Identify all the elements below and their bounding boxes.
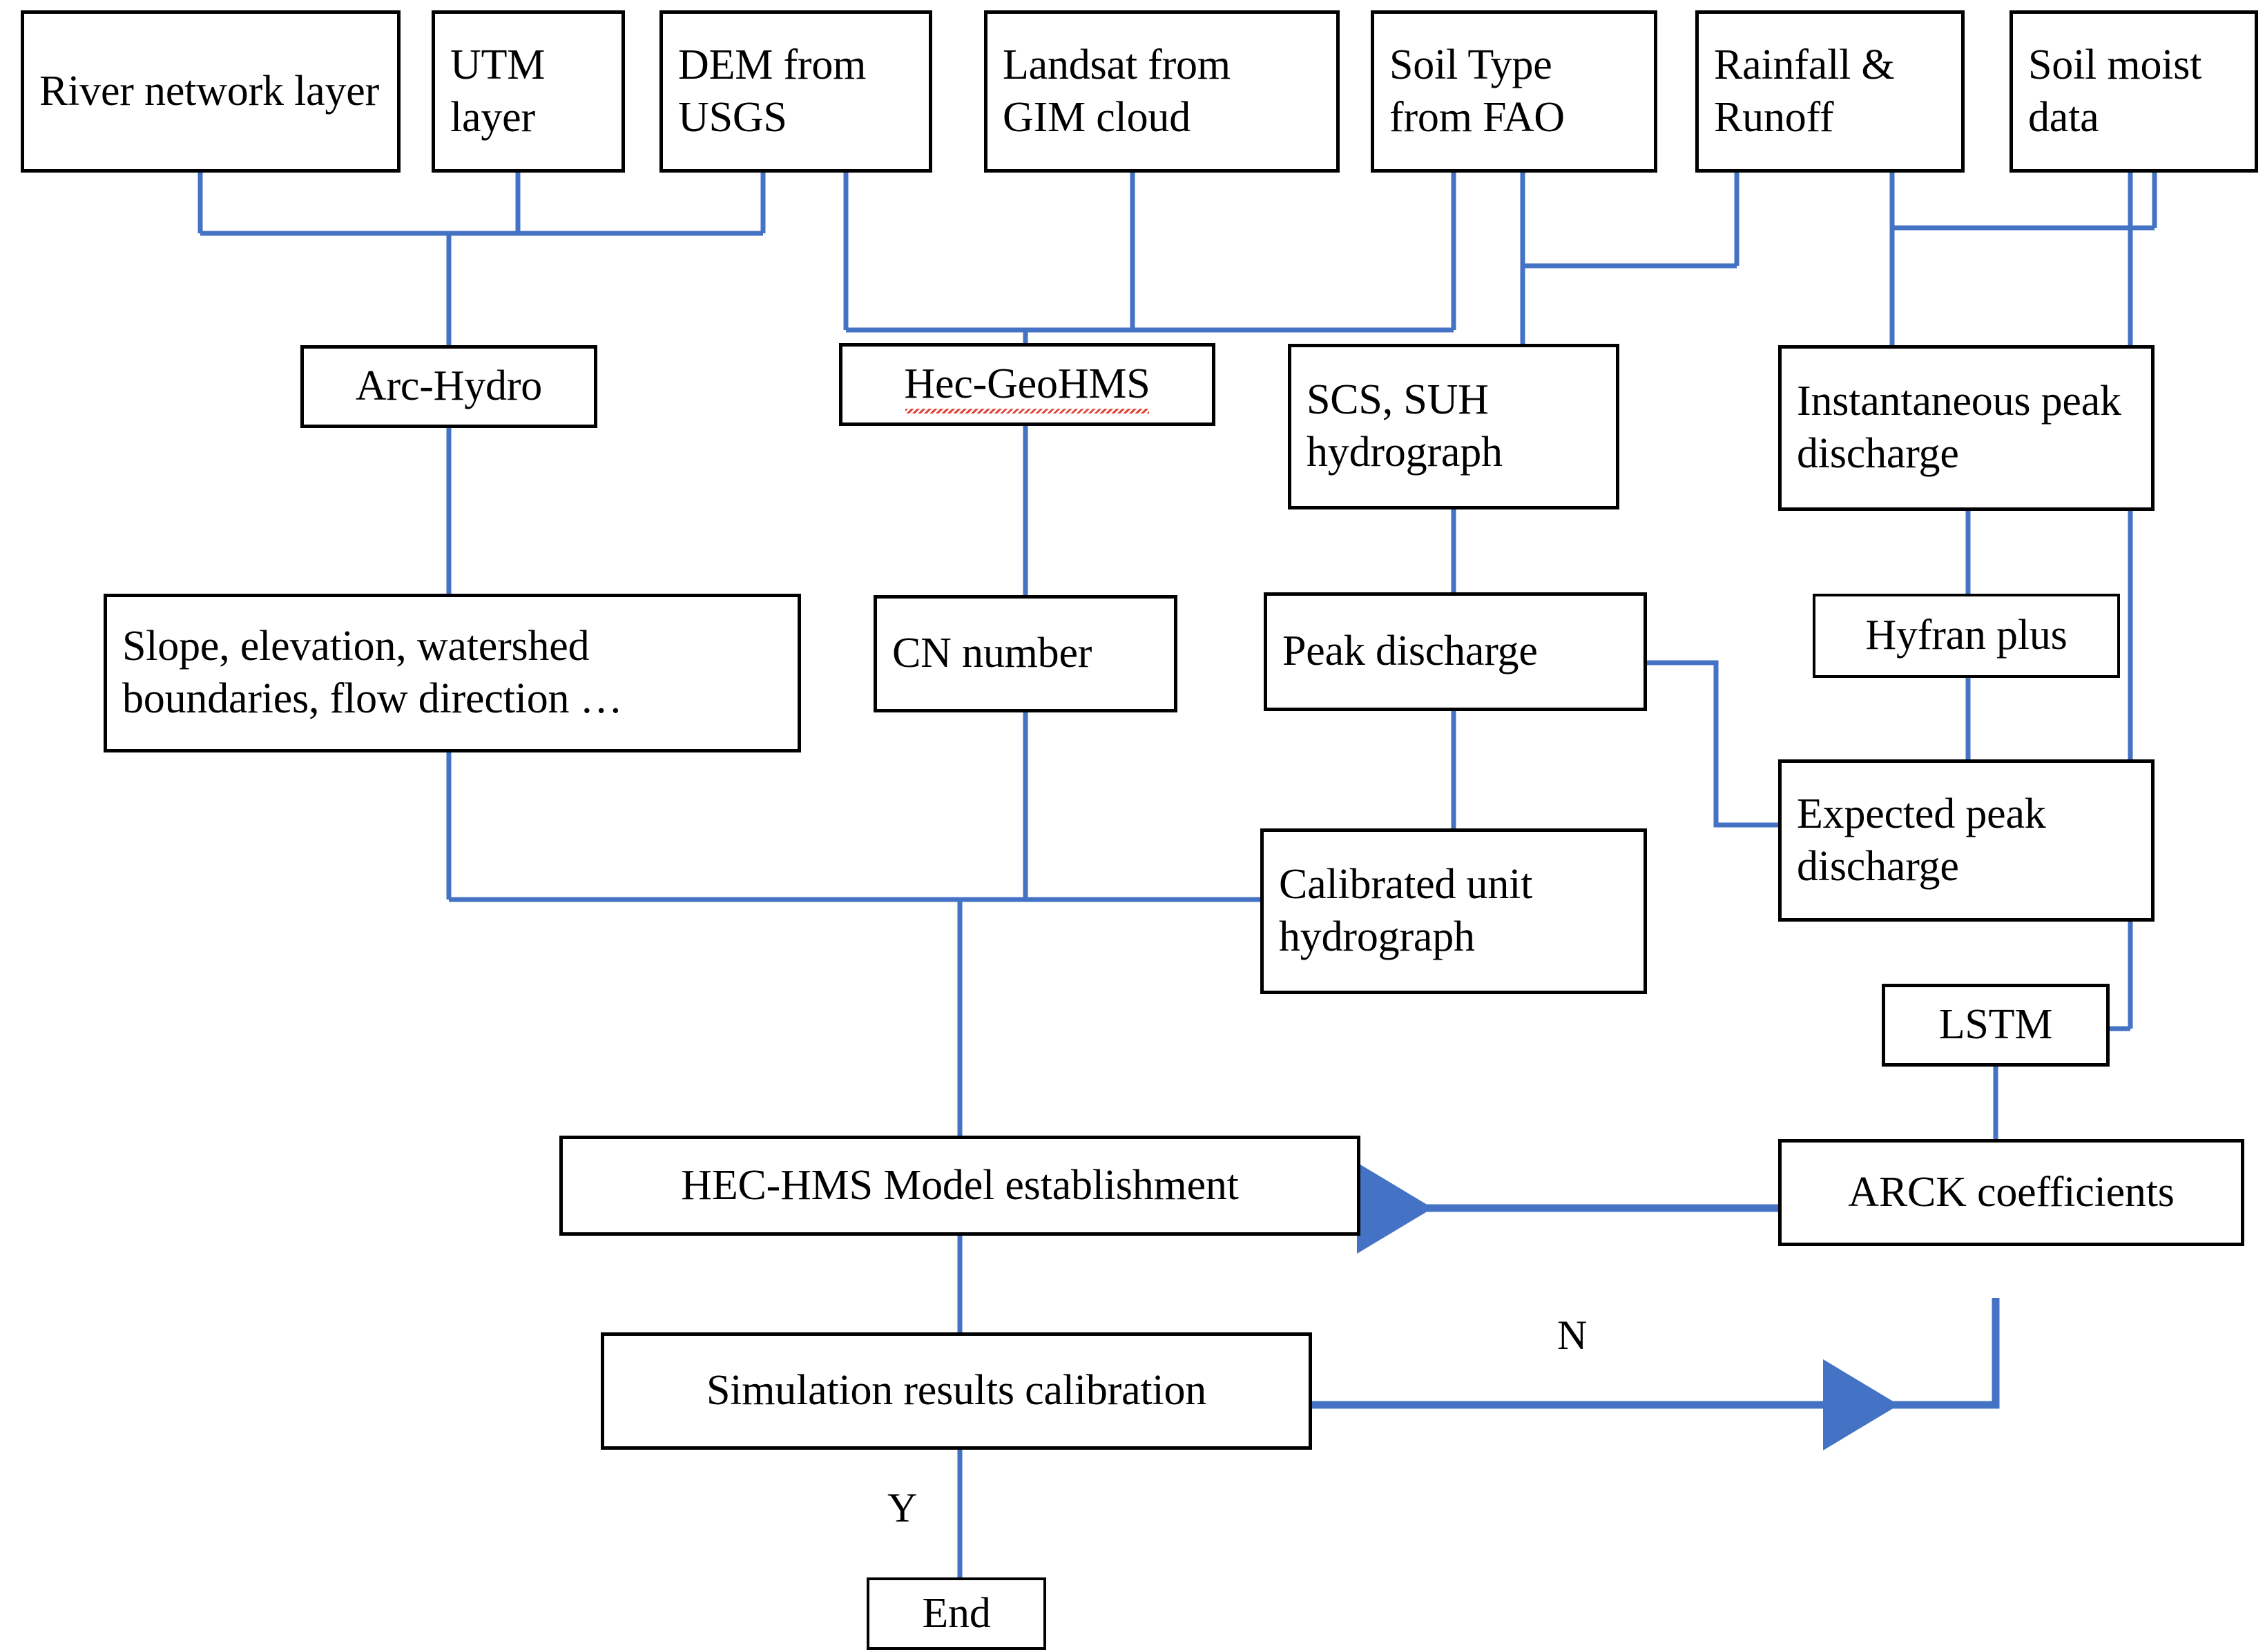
- node-scs-suh-hydrograph[interactable]: SCS, SUH hydrograph: [1288, 344, 1619, 509]
- node-hec-geohms[interactable]: Hec-GeoHMS: [839, 343, 1215, 426]
- edge-peak-to-expected: [1647, 660, 1778, 828]
- node-arck-coefficients[interactable]: ARCK coefficients: [1778, 1139, 2244, 1246]
- node-river-network-layer[interactable]: River network layer: [21, 10, 401, 173]
- node-label: Hec-GeoHMS: [858, 358, 1197, 414]
- edge-label-no: N: [1557, 1312, 1588, 1358]
- node-label: Soil moist data: [2028, 41, 2202, 141]
- node-hec-hms-model-establishment[interactable]: HEC-HMS Model establishment: [559, 1136, 1360, 1236]
- node-label: Simulation results calibration: [706, 1367, 1207, 1415]
- node-label: Calibrated unit hydrograph: [1279, 861, 1533, 960]
- node-label: Rainfall & Runoff: [1714, 41, 1895, 141]
- node-label: Landsat from GIM cloud: [1003, 41, 1231, 141]
- node-utm-layer[interactable]: UTM layer: [432, 10, 625, 173]
- edge-simulation-no-loop: [1312, 1298, 2000, 1409]
- node-hyfran-plus[interactable]: Hyfran plus: [1813, 594, 2120, 678]
- node-expected-peak-discharge[interactable]: Expected peak discharge: [1778, 759, 2155, 922]
- node-label: River network layer: [39, 67, 380, 115]
- node-label: ARCK coefficients: [1848, 1168, 2175, 1216]
- node-label: LSTM: [1938, 1001, 2053, 1049]
- node-label: Slope, elevation, watershed boundaries, …: [122, 623, 623, 722]
- node-label: SCS, SUH hydrograph: [1307, 376, 1503, 476]
- node-arc-hydro[interactable]: Arc-Hydro: [300, 345, 597, 428]
- node-label: Arc-Hydro: [355, 362, 543, 410]
- node-label: Soil Type from FAO: [1389, 41, 1565, 141]
- node-rainfall-runoff[interactable]: Rainfall & Runoff: [1695, 10, 1965, 173]
- node-label: Instantaneous peak discharge: [1797, 378, 2121, 477]
- node-end[interactable]: End: [867, 1577, 1046, 1650]
- node-dem-from-usgs[interactable]: DEM from USGS: [659, 10, 932, 173]
- edge-label-yes: Y: [887, 1485, 918, 1530]
- node-peak-discharge[interactable]: Peak discharge: [1264, 592, 1647, 711]
- node-label: Expected peak discharge: [1797, 790, 2046, 890]
- node-landsat-from-gim-cloud[interactable]: Landsat from GIM cloud: [984, 10, 1340, 173]
- node-label: UTM layer: [450, 41, 546, 141]
- node-instantaneous-peak-discharge[interactable]: Instantaneous peak discharge: [1778, 345, 2155, 511]
- node-lstm[interactable]: LSTM: [1882, 984, 2110, 1067]
- node-label: HEC-HMS Model establishment: [681, 1161, 1239, 1209]
- node-calibrated-unit-hydrograph[interactable]: Calibrated unit hydrograph: [1260, 828, 1647, 994]
- node-simulation-results-calibration[interactable]: Simulation results calibration: [601, 1332, 1312, 1450]
- node-label: DEM from USGS: [678, 41, 867, 141]
- node-label: Peak discharge: [1282, 628, 1538, 675]
- spellcheck-underlined-word: Hec-GeoHMS: [904, 358, 1150, 414]
- node-label: Hyfran plus: [1865, 612, 2068, 659]
- node-label: End: [922, 1589, 991, 1637]
- node-slope-elevation-watershed[interactable]: Slope, elevation, watershed boundaries, …: [104, 594, 801, 752]
- node-cn-number[interactable]: CN number: [874, 595, 1177, 712]
- node-label: CN number: [892, 630, 1092, 677]
- node-soil-moist-data[interactable]: Soil moist data: [2009, 10, 2258, 173]
- node-soil-type-from-fao[interactable]: Soil Type from FAO: [1371, 10, 1657, 173]
